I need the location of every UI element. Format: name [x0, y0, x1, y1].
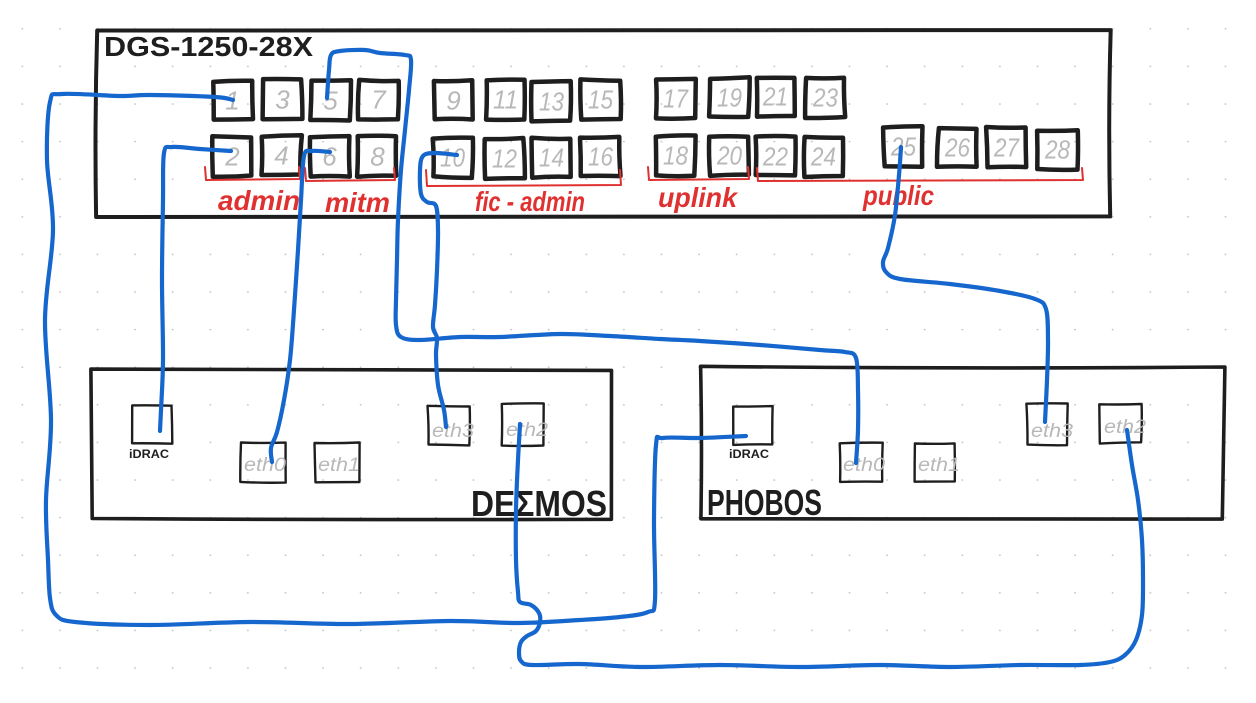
svg-text:14: 14	[539, 143, 564, 173]
svg-text:uplink: uplink	[658, 182, 738, 213]
svg-text:4: 4	[274, 141, 288, 171]
svg-text:19: 19	[717, 83, 742, 113]
svg-text:admin: admin	[218, 185, 300, 216]
svg-text:fic - admin: fic - admin	[475, 186, 585, 217]
svg-text:7: 7	[371, 85, 387, 115]
svg-text:eth1: eth1	[918, 455, 960, 476]
svg-text:iDRAC: iDRAC	[729, 447, 769, 461]
svg-text:DEΣMOS: DEΣMOS	[471, 483, 607, 524]
svg-text:3: 3	[275, 85, 290, 115]
svg-text:PHOBOS: PHOBOS	[707, 482, 822, 523]
svg-text:9: 9	[446, 86, 460, 116]
svg-text:iDRAC: iDRAC	[129, 447, 169, 461]
svg-text:20: 20	[716, 141, 742, 171]
svg-text:mitm: mitm	[325, 187, 390, 218]
svg-text:24: 24	[810, 142, 836, 172]
svg-text:eth3: eth3	[1031, 421, 1073, 442]
svg-text:2: 2	[224, 142, 240, 172]
svg-text:13: 13	[539, 87, 564, 117]
svg-text:27: 27	[993, 133, 1020, 163]
svg-text:eth1: eth1	[318, 455, 360, 476]
svg-text:eth2: eth2	[1104, 417, 1146, 438]
svg-text:eth0: eth0	[244, 455, 286, 476]
svg-text:11: 11	[493, 85, 518, 115]
svg-text:eth0: eth0	[843, 455, 885, 476]
svg-text:25: 25	[890, 132, 916, 162]
svg-text:eth3: eth3	[432, 421, 474, 442]
svg-text:17: 17	[663, 84, 689, 114]
svg-text:DGS-1250-28X: DGS-1250-28X	[104, 31, 313, 62]
svg-text:18: 18	[663, 141, 688, 171]
svg-text:10: 10	[440, 143, 465, 173]
svg-text:15: 15	[588, 85, 613, 115]
svg-text:12: 12	[492, 144, 517, 174]
svg-text:21: 21	[762, 82, 788, 112]
svg-text:22: 22	[762, 142, 788, 172]
svg-text:26: 26	[944, 133, 970, 163]
svg-text:23: 23	[812, 83, 838, 113]
svg-text:6: 6	[322, 142, 337, 172]
svg-text:8: 8	[370, 142, 385, 172]
svg-text:16: 16	[588, 142, 613, 172]
svg-text:eth2: eth2	[506, 420, 548, 441]
svg-text:28: 28	[1044, 135, 1070, 165]
